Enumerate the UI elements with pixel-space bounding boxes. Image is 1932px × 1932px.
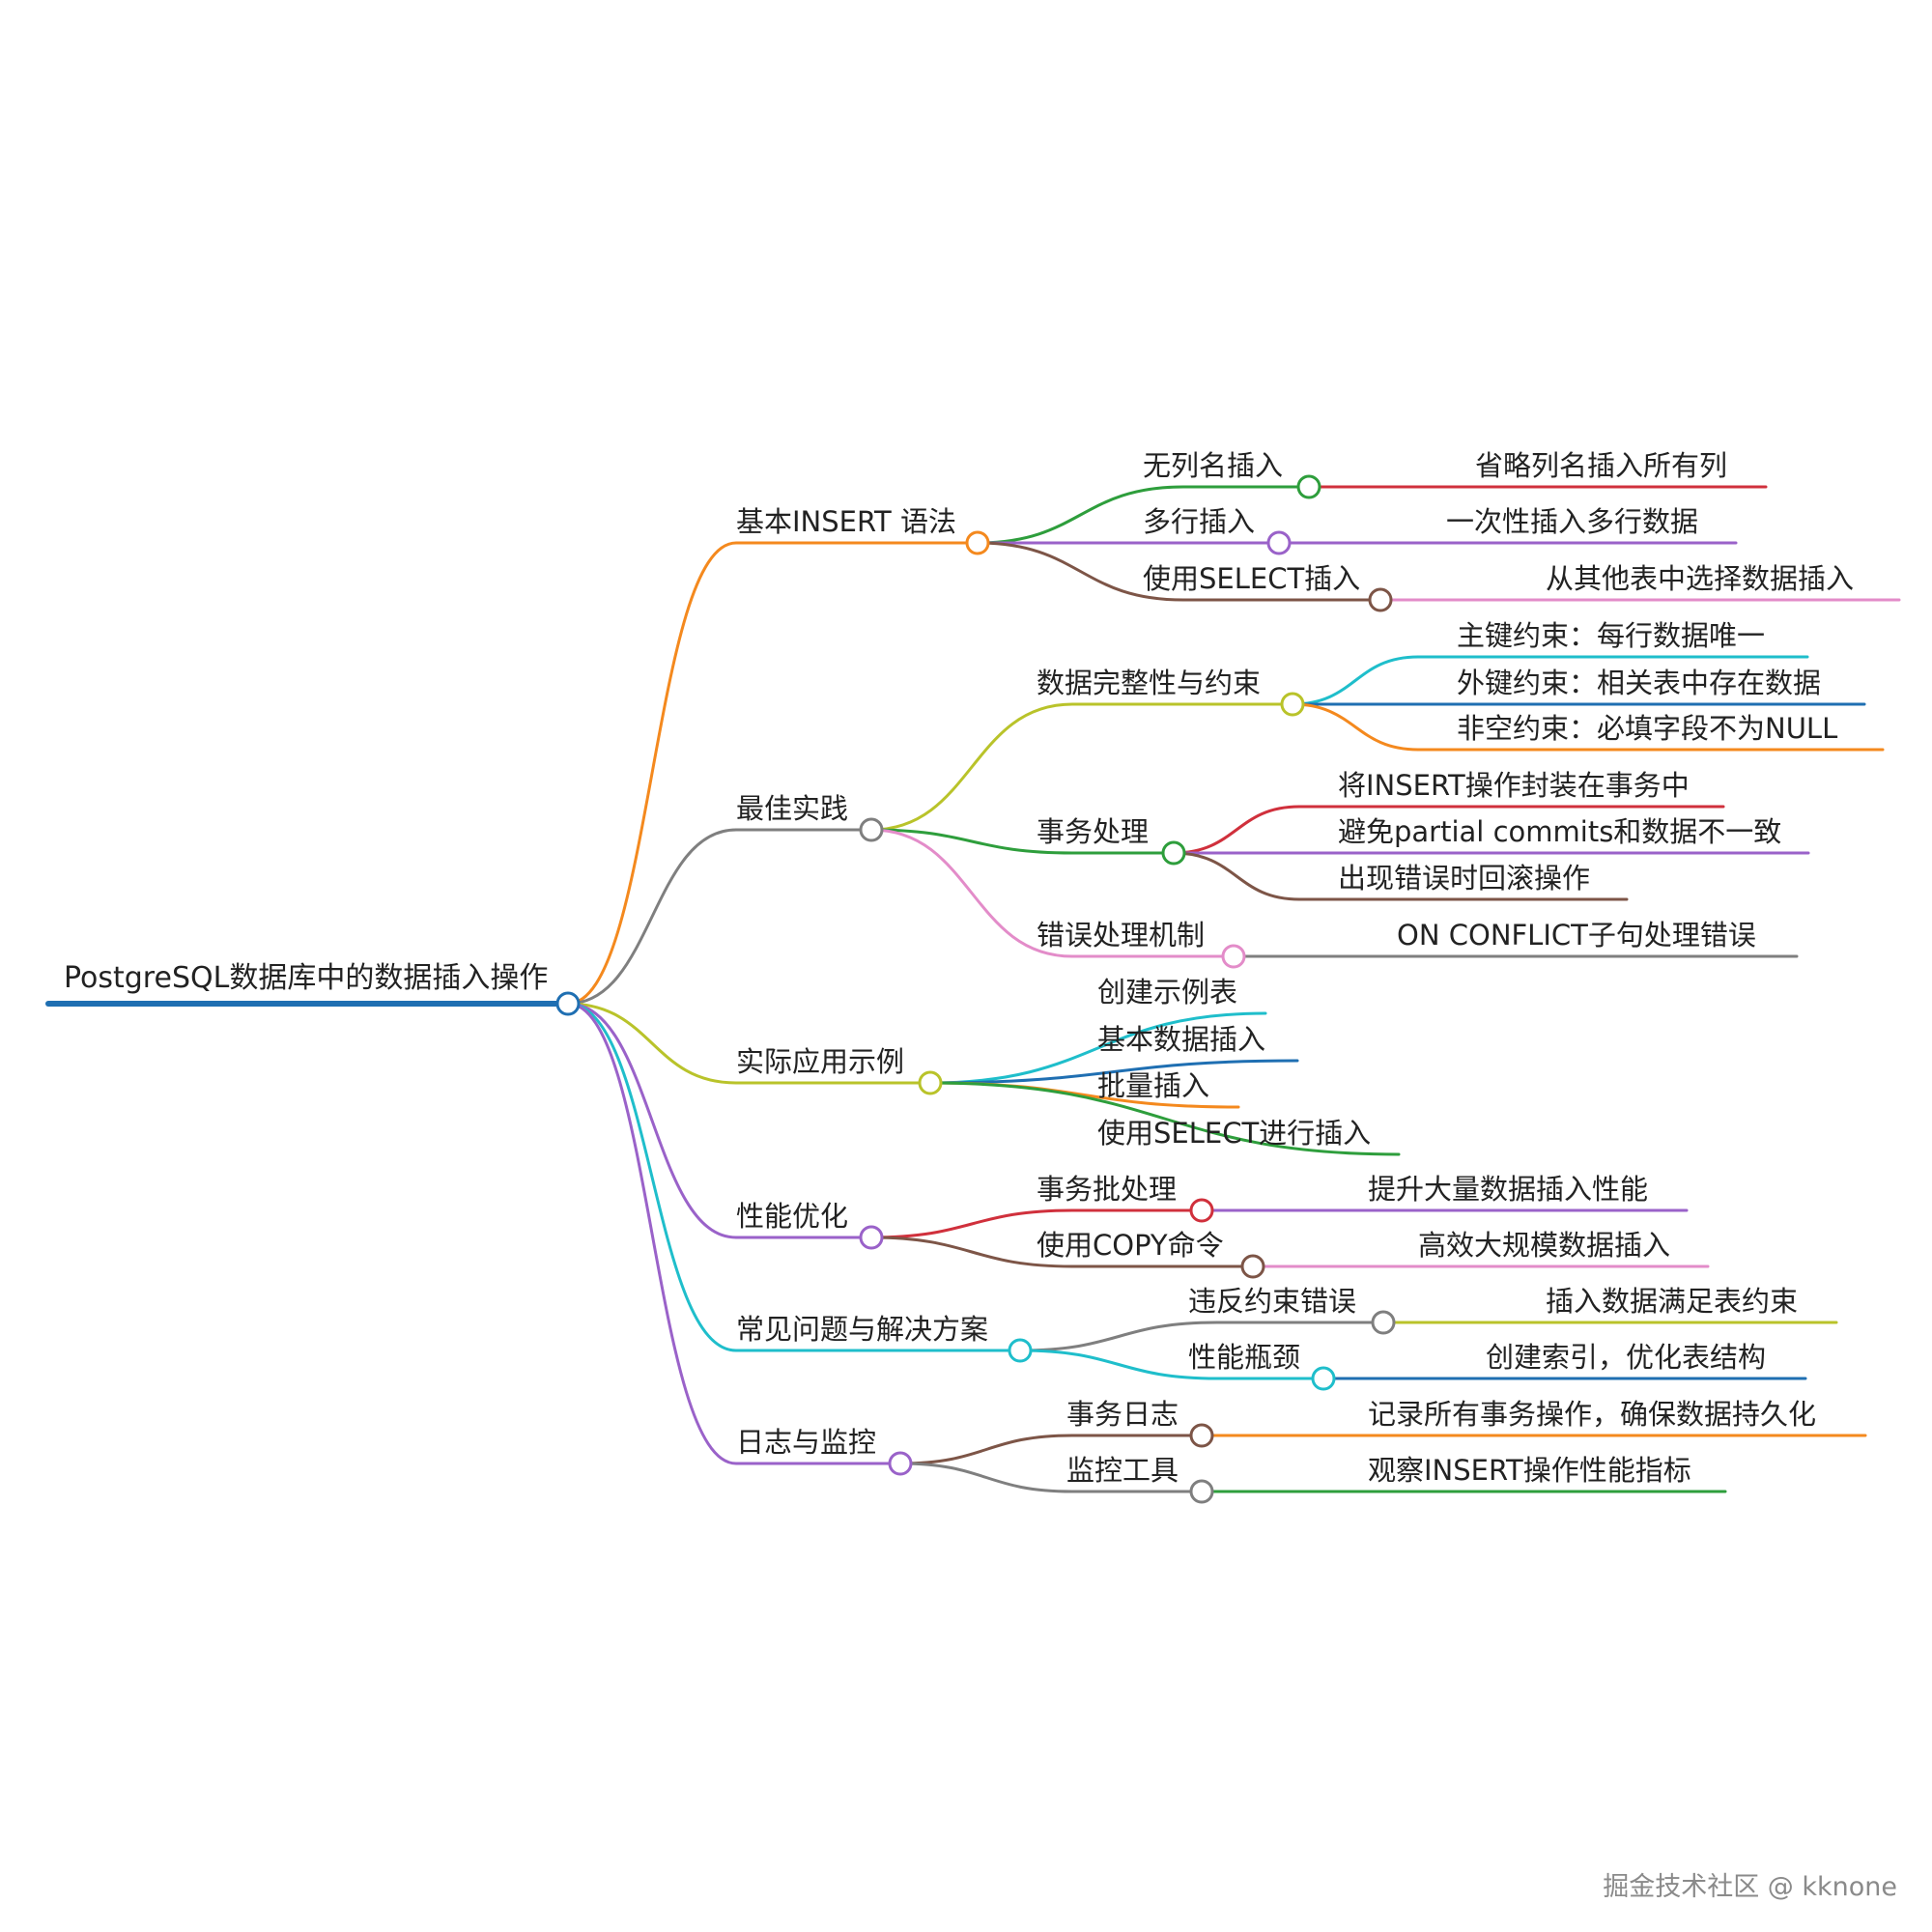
subtopic-link <box>976 485 1311 545</box>
branch-node[interactable] <box>918 1070 943 1095</box>
branch-link <box>566 1002 1022 1352</box>
subtopic-node[interactable] <box>1280 692 1305 717</box>
branch-topic: 最佳实践 <box>736 792 849 825</box>
subtopic: 错误处理机制 <box>1037 919 1206 952</box>
subtopic: 基本数据插入 <box>1097 1023 1266 1056</box>
branch-link <box>566 1002 902 1465</box>
subtopic-node[interactable] <box>1161 840 1186 866</box>
leaf-topic: 省略列名插入所有列 <box>1475 449 1728 482</box>
subtopic: 多行插入 <box>1143 505 1256 538</box>
leaf-topic: 将INSERT操作封装在事务中 <box>1338 769 1690 802</box>
subtopic-link <box>1018 1349 1325 1380</box>
subtopic: 无列名插入 <box>1143 449 1284 482</box>
subtopic-node[interactable] <box>1189 1423 1214 1448</box>
branch-node[interactable] <box>965 530 990 555</box>
subtopic-link <box>869 1236 1255 1268</box>
subtopic-link <box>869 828 1176 855</box>
leaf-topic: 一次性插入多行数据 <box>1446 505 1699 538</box>
root-topic: PostgreSQL数据库中的数据插入操作 <box>64 961 549 995</box>
subtopic: 违反约束错误 <box>1188 1285 1357 1318</box>
subtopic-link <box>928 1059 1299 1085</box>
leaf-link <box>1291 655 1809 706</box>
branch-topic: 基本INSERT 语法 <box>736 505 956 538</box>
leaf-topic: 出现错误时回滚操作 <box>1338 862 1591 895</box>
leaf-topic: 创建索引，优化表结构 <box>1486 1341 1767 1374</box>
subtopic-link <box>869 1208 1204 1239</box>
branch-node[interactable] <box>859 817 884 842</box>
leaf-link <box>1172 851 1629 901</box>
watermark: 掘金技术社区 @ kknone <box>1603 1872 1897 1902</box>
branch-link <box>566 1002 873 1239</box>
leaf-topic: 提升大量数据插入性能 <box>1368 1173 1649 1206</box>
subtopic: 批量插入 <box>1097 1069 1210 1102</box>
leaf-topic: 观察INSERT操作性能指标 <box>1368 1454 1691 1487</box>
subtopic-node[interactable] <box>1240 1254 1265 1279</box>
subtopic-link <box>976 541 1382 602</box>
subtopic-link <box>928 1011 1267 1085</box>
leaf-topic: 外键约束：相关表中存在数据 <box>1457 667 1822 699</box>
subtopic-node[interactable] <box>1371 1310 1396 1335</box>
leaf-topic: 插入数据满足表约束 <box>1546 1285 1799 1318</box>
subtopic: 性能瓶颈 <box>1188 1341 1301 1374</box>
subtopic-node[interactable] <box>1296 474 1321 499</box>
subtopic-node[interactable] <box>1368 587 1393 612</box>
subtopic: 数据完整性与约束 <box>1037 667 1262 699</box>
subtopic-link <box>869 702 1294 832</box>
subtopic: 使用SELECT插入 <box>1143 562 1361 595</box>
branch-node[interactable] <box>1008 1338 1033 1363</box>
subtopic-link <box>898 1434 1204 1465</box>
subtopic: 使用COPY命令 <box>1037 1229 1224 1262</box>
leaf-link <box>1291 702 1885 752</box>
leaf-link <box>1172 805 1725 855</box>
subtopic: 创建示例表 <box>1097 976 1238 1009</box>
subtopic-link <box>1018 1321 1385 1352</box>
root-node[interactable] <box>555 991 581 1016</box>
subtopic: 使用SELECT进行插入 <box>1097 1117 1372 1150</box>
subtopic: 事务日志 <box>1066 1398 1179 1431</box>
leaf-topic: 主键约束：每行数据唯一 <box>1457 619 1766 652</box>
subtopic-node[interactable] <box>1266 530 1292 555</box>
branch-node[interactable] <box>859 1225 884 1250</box>
leaf-topic: 非空约束：必填字段不为NULL <box>1457 712 1838 745</box>
branch-topic: 常见问题与解决方案 <box>736 1313 989 1346</box>
leaf-topic: 从其他表中选择数据插入 <box>1546 562 1855 595</box>
leaf-topic: 记录所有事务操作，确保数据持久化 <box>1368 1398 1817 1431</box>
branch-topic: 性能优化 <box>736 1200 849 1233</box>
branch-topic: 日志与监控 <box>736 1426 877 1459</box>
branch-topic: 实际应用示例 <box>736 1045 905 1078</box>
subtopic-node[interactable] <box>1311 1366 1336 1391</box>
subtopic-node[interactable] <box>1221 944 1246 969</box>
subtopic-link <box>928 1081 1401 1156</box>
leaf-topic: 避免partial commits和数据不一致 <box>1338 815 1782 848</box>
leaf-topic: ON CONFLICT子句处理错误 <box>1397 919 1756 952</box>
branch-node[interactable] <box>888 1451 913 1476</box>
subtopic: 监控工具 <box>1066 1454 1179 1487</box>
leaf-topic: 高效大规模数据插入 <box>1418 1229 1671 1262</box>
subtopic-node[interactable] <box>1189 1198 1214 1223</box>
branch-link <box>566 828 873 1006</box>
branch-link <box>566 541 980 1006</box>
subtopic-node[interactable] <box>1189 1479 1214 1504</box>
subtopic-link <box>869 828 1236 958</box>
branch-link <box>566 1002 932 1085</box>
subtopic: 事务处理 <box>1037 815 1150 848</box>
subtopic: 事务批处理 <box>1037 1173 1178 1206</box>
subtopic-link <box>898 1462 1204 1493</box>
